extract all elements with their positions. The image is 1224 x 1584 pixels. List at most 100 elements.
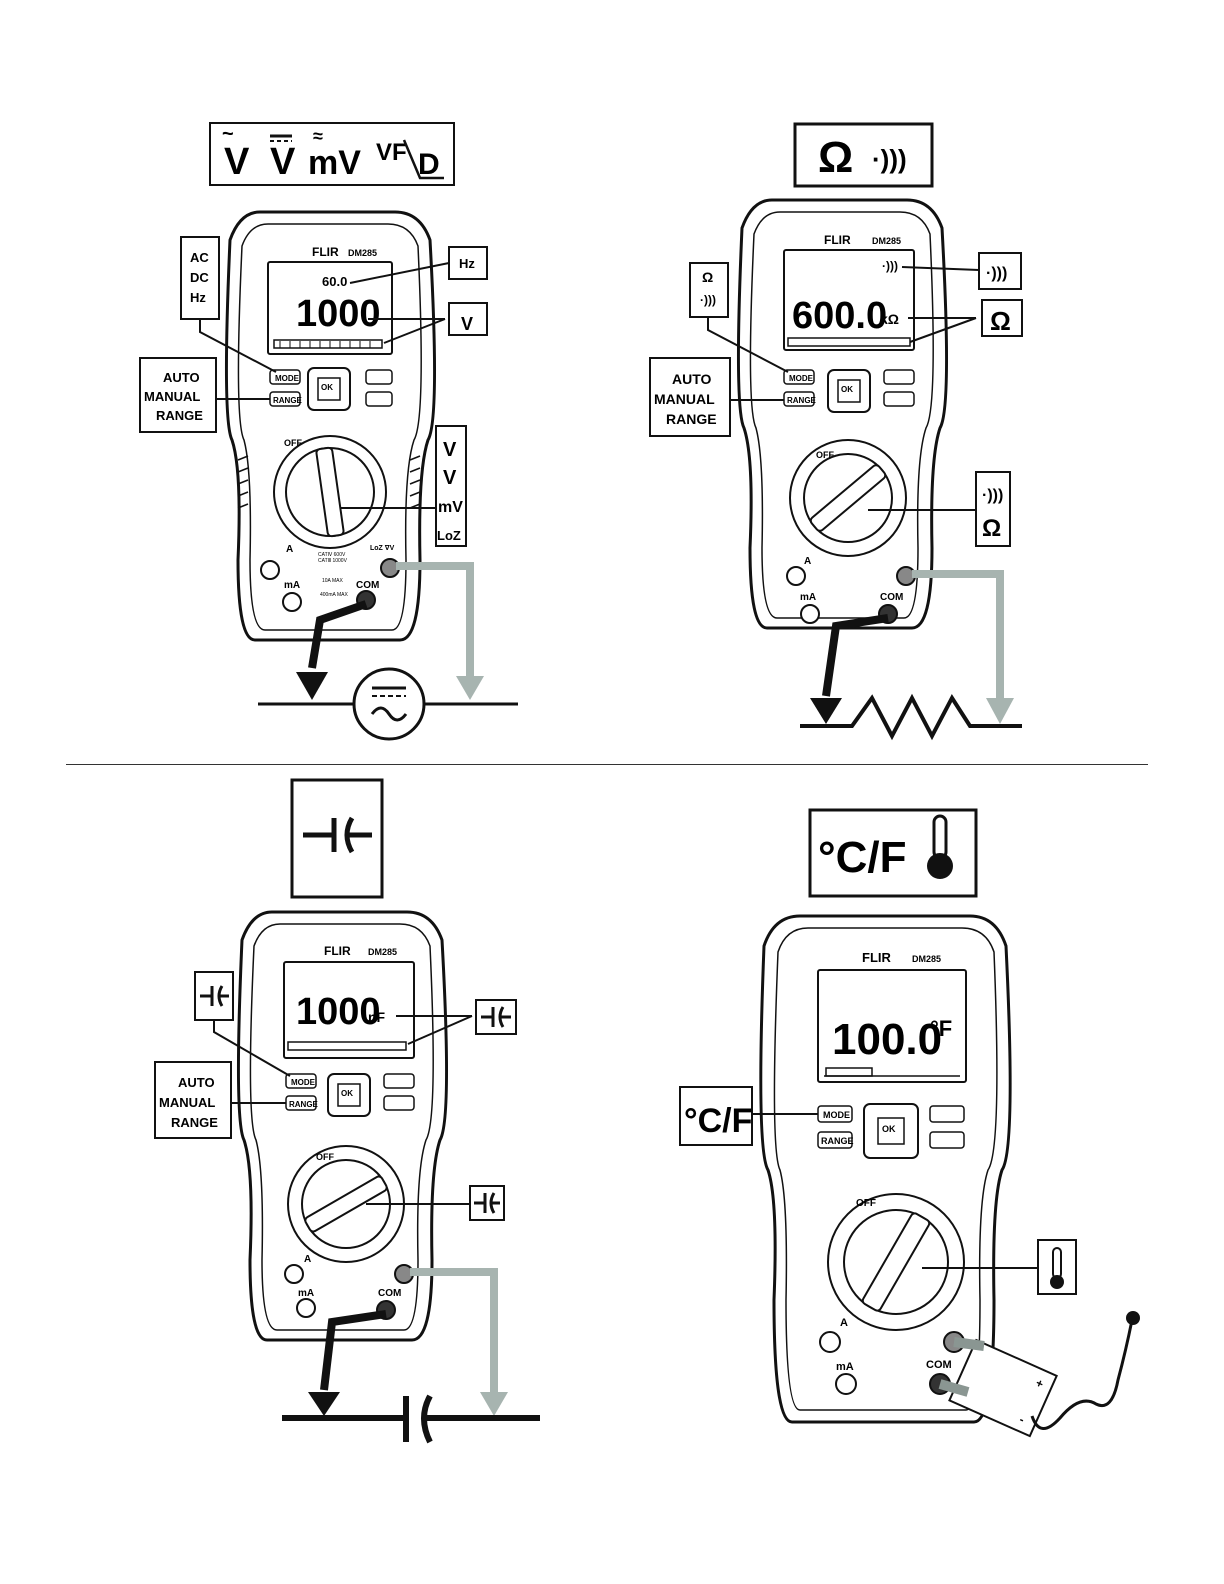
svg-text:DM285: DM285	[368, 947, 397, 957]
up-down-button-1[interactable]	[365, 369, 393, 385]
svg-text:AUTO: AUTO	[178, 1075, 215, 1090]
svg-text:DM285: DM285	[872, 236, 901, 246]
mode-button-2[interactable]	[783, 369, 815, 385]
svg-text:Hz: Hz	[190, 290, 206, 305]
svg-text:DM285: DM285	[912, 954, 941, 964]
svg-text:·))): ·)))	[986, 265, 1007, 282]
svg-text:AUTO: AUTO	[672, 371, 712, 387]
capacitance-header: capacitor	[0, 0, 384, 899]
meter-body-4: FLIR DM285 100.0 °F MODE RANGE OK OFF A …	[759, 914, 1012, 1424]
svg-text:·))): ·)))	[982, 487, 1003, 504]
header-dc-v: V	[270, 141, 296, 183]
svg-text:FLIR: FLIR	[824, 233, 851, 247]
resistor-icon	[800, 693, 1022, 741]
svg-text:LoZ: LoZ	[437, 528, 461, 543]
resistance-callouts: Ω ·))) AUTO MANUAL RANGE ·))) Ω ·))) Ω	[649, 252, 1023, 741]
svg-text:MODE: MODE	[291, 1078, 316, 1087]
svg-text:10A MAX: 10A MAX	[322, 578, 344, 584]
header-mv: mV	[308, 144, 361, 182]
thermocouple-adapter-icon: + -	[948, 1338, 1058, 1438]
svg-text:°F: °F	[930, 1016, 952, 1041]
svg-text:Ω: Ω	[702, 269, 713, 285]
svg-text:A: A	[804, 556, 811, 567]
svg-text:mA: mA	[298, 1288, 314, 1299]
svg-text:RANGE: RANGE	[666, 411, 717, 427]
svg-text:A: A	[304, 1254, 311, 1265]
svg-text:COM: COM	[926, 1359, 952, 1371]
svg-text:Ω: Ω	[990, 306, 1011, 336]
svg-text:mA: mA	[800, 592, 816, 603]
jack-ma-1[interactable]	[282, 592, 302, 612]
svg-text:RANGE: RANGE	[171, 1115, 218, 1130]
svg-text:OFF: OFF	[284, 438, 302, 448]
svg-text:AUTO: AUTO	[163, 370, 200, 385]
svg-text:RANGE: RANGE	[787, 396, 817, 405]
svg-text:~: ~	[222, 123, 234, 145]
voltage-callouts: AC DC Hz AUTO MANUAL RANGE Hz V V V mV L…	[139, 236, 518, 741]
svg-text:FLIR: FLIR	[324, 944, 351, 958]
svg-text:≈: ≈	[313, 126, 323, 146]
svg-text:capacitor: capacitor	[0, 0, 5, 1]
svg-text:·))): ·)))	[872, 144, 907, 174]
meter-body-2: FLIR DM285 ·))) 600.0 kΩ MODE RANGE OK O…	[736, 198, 949, 630]
svg-text:MODE: MODE	[823, 1110, 850, 1120]
voltage-header: V ~ V mV ≈ VF D	[209, 122, 455, 186]
svg-text:FLIR: FLIR	[862, 950, 891, 965]
resistance-header: Ω ·)))	[793, 122, 934, 188]
back-button-1[interactable]	[365, 391, 393, 407]
svg-text:MANUAL: MANUAL	[654, 391, 715, 407]
svg-text:MODE: MODE	[789, 374, 814, 383]
svg-text:COM: COM	[880, 592, 903, 603]
display-1	[267, 261, 393, 355]
svg-text:COM: COM	[378, 1288, 401, 1299]
svg-text:-: -	[1017, 1412, 1026, 1426]
svg-text:A: A	[840, 1317, 848, 1329]
svg-text:CATⅣ 600V: CATⅣ 600V	[318, 552, 346, 558]
display-small-1: 60.0	[322, 274, 347, 289]
temperature-header: °C/F	[808, 808, 978, 898]
meter-body-1: FLIR DM285 60.0 1000 MODE RANGE OK OFF A…	[224, 210, 437, 642]
svg-text:·))): ·)))	[700, 293, 716, 307]
svg-text:MANUAL: MANUAL	[159, 1095, 215, 1110]
svg-text:kΩ: kΩ	[880, 311, 899, 327]
meter-body-3: FLIR DM285 1000 nF MODE RANGE OK OFF A m…	[236, 910, 449, 1342]
svg-text:RANGE: RANGE	[156, 408, 203, 423]
temperature-callouts: °C/F + -	[679, 1086, 1140, 1438]
svg-text:RANGE: RANGE	[273, 396, 303, 405]
svg-text:°C/F: °C/F	[684, 1102, 752, 1140]
svg-text:MANUAL: MANUAL	[144, 389, 200, 404]
model-label-1: DM285	[348, 248, 377, 258]
svg-text:mV: mV	[438, 499, 463, 516]
ac-dc-source-icon	[352, 667, 426, 741]
svg-text:AC: AC	[190, 250, 209, 265]
svg-text:100.0: 100.0	[832, 1015, 942, 1064]
svg-text:nF: nF	[368, 1009, 386, 1025]
mode-button-3[interactable]	[285, 1073, 317, 1089]
svg-text:OFF: OFF	[316, 1152, 334, 1162]
header-d: D	[418, 148, 440, 181]
svg-text:OK: OK	[882, 1124, 896, 1134]
mode-button-1[interactable]	[269, 369, 301, 385]
header-ac-v: V	[224, 141, 250, 183]
range-button-4[interactable]	[817, 1131, 853, 1149]
display-main-1: 1000	[296, 293, 381, 335]
svg-text:MODE: MODE	[275, 374, 300, 383]
svg-text:1000: 1000	[296, 991, 381, 1033]
svg-text:mA: mA	[284, 580, 300, 591]
svg-text:V: V	[443, 439, 457, 461]
svg-text:V: V	[443, 467, 457, 489]
svg-text:·))): ·)))	[882, 259, 898, 273]
svg-text:LoZ ∇V: LoZ ∇V	[370, 545, 395, 552]
display-main-2: 600.0	[792, 295, 887, 337]
svg-text:OK: OK	[321, 383, 333, 392]
svg-text:RANGE: RANGE	[289, 1100, 319, 1109]
header-vf: VF	[376, 139, 407, 166]
jack-a-1[interactable]	[260, 560, 280, 580]
svg-text:OFF: OFF	[816, 450, 834, 460]
svg-text:mA: mA	[836, 1361, 854, 1373]
svg-text:OK: OK	[341, 1089, 353, 1098]
